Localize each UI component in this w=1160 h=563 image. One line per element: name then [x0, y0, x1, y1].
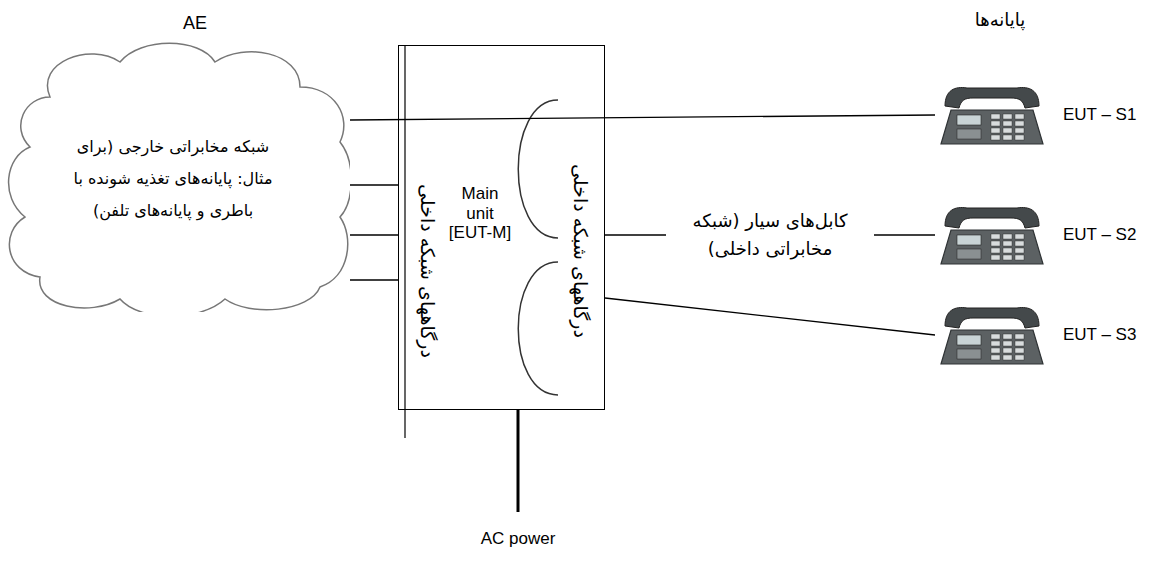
housing-line — [404, 45, 405, 438]
phone-handset — [945, 88, 1039, 108]
phone-key — [1003, 121, 1012, 126]
phone-key — [1003, 248, 1012, 253]
phone-key — [1003, 135, 1012, 140]
phone-key — [991, 114, 1000, 119]
phone-key — [991, 241, 1000, 246]
bracket-curve — [518, 262, 558, 395]
port-group-text: درگاههای شبکه داخلی — [565, 131, 597, 371]
port-group-text: درگاههای شبکه داخلی — [411, 141, 445, 401]
phone-key — [1003, 348, 1012, 353]
phone-key — [991, 348, 1000, 353]
terminal-node: EUT – S2 — [935, 200, 1155, 270]
phone-key — [1015, 355, 1024, 360]
connector-line — [350, 234, 398, 235]
phone-key — [1003, 128, 1012, 133]
phone-key — [957, 129, 981, 139]
phone-key — [1015, 234, 1024, 239]
phone-key — [1003, 355, 1012, 360]
phone-key — [991, 128, 1000, 133]
phone-body — [941, 330, 1043, 364]
cable-label: کابل‌های سیار (شبکه مخابراتی داخلی) — [666, 207, 874, 263]
phone-key — [1003, 241, 1012, 246]
connector-line — [605, 298, 935, 335]
bracket-curve — [518, 100, 558, 238]
phone-key — [1015, 348, 1024, 353]
phone-key — [991, 255, 1000, 260]
main-unit-box: درگاههای شبکه داخلیMain unit [EUT-M]درگا… — [398, 45, 605, 410]
phone-key — [1015, 334, 1024, 339]
phone-key — [1015, 241, 1024, 246]
phone-body — [941, 230, 1043, 264]
phone-key — [957, 349, 981, 359]
terminal-node: EUT – S3 — [935, 300, 1155, 370]
phone-key — [957, 249, 981, 259]
phone-key — [991, 355, 1000, 360]
phone-key — [991, 121, 1000, 126]
cloud-text: شبکه مخابراتی خارجی (برای مثال: پایانه‌ه… — [58, 131, 288, 227]
phone-key — [1003, 255, 1012, 260]
phone-handset — [945, 308, 1039, 328]
vertical-port-label: درگاههای شبکه داخلی — [411, 141, 445, 401]
cloud-heading: AE — [160, 12, 230, 34]
phone-key — [1003, 114, 1012, 119]
phone-display — [957, 115, 981, 125]
phone-key — [1015, 121, 1024, 126]
cloud-shape — [9, 43, 350, 312]
phone-key — [991, 341, 1000, 346]
phone-key — [991, 234, 1000, 239]
phone-key — [991, 248, 1000, 253]
terminal-node: EUT – S1 — [935, 80, 1155, 150]
phone-key — [1003, 334, 1012, 339]
vertical-port-label: درگاههای شبکه داخلی — [565, 131, 597, 371]
telephone-icon — [937, 300, 1047, 370]
terminal-label: EUT – S2 — [1063, 200, 1136, 270]
phone-key — [991, 135, 1000, 140]
phone-key — [991, 334, 1000, 339]
phone-body — [941, 110, 1043, 144]
phone-key — [1015, 341, 1024, 346]
telephone-icon — [937, 80, 1047, 150]
phone-key — [1015, 135, 1024, 140]
network-cloud: AE شبکه مخابراتی خارجی (برای مثال: پایانه… — [0, 12, 350, 312]
phone-key — [1015, 248, 1024, 253]
phone-key — [1015, 255, 1024, 260]
power-cable — [517, 410, 520, 512]
terminal-label: EUT – S1 — [1063, 80, 1136, 150]
main-unit-label: Main unit [EUT-M] — [447, 184, 513, 243]
connector-line — [350, 279, 398, 280]
telephone-icon — [937, 200, 1047, 270]
group-heading: پایانه‌ها — [940, 8, 1060, 31]
phone-display — [957, 335, 981, 345]
phone-display — [957, 235, 981, 245]
phone-handset — [945, 208, 1039, 228]
phone-key — [1015, 128, 1024, 133]
phone-key — [1003, 234, 1012, 239]
connector-line — [350, 184, 398, 185]
phone-key — [1003, 341, 1012, 346]
connector-line — [350, 115, 935, 120]
phone-key — [1015, 114, 1024, 119]
terminal-label: EUT – S3 — [1063, 300, 1136, 370]
power-label: AC power — [458, 528, 578, 550]
